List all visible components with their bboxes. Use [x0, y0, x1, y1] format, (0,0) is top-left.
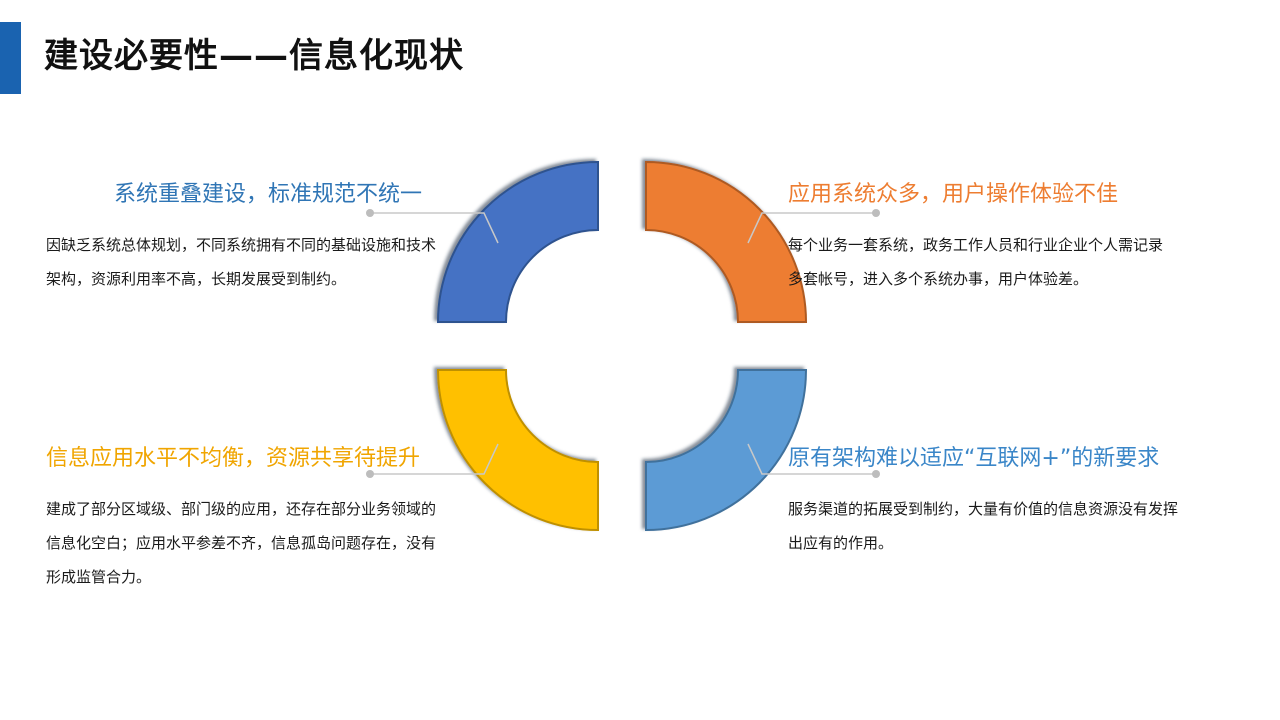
slide-title: 建设必要性——信息化现状	[44, 36, 464, 76]
quadrant-heading-top-left: 系统重叠建设，标准规范不统一	[114, 182, 423, 207]
ring-segment-bottom-right	[645, 369, 808, 532]
ring-segment-bottom-left	[436, 369, 599, 532]
quadrant-heading-bottom-right: 原有架构难以适应“互联网+”的新要求	[788, 446, 1160, 471]
ring-segment-top-left	[436, 160, 599, 323]
quadrant-body-top-right: 每个业务一套系统，政务工作人员和行业企业个人需记录多套帐号，进入多个系统办事，用…	[788, 236, 1164, 288]
quadrant-body-bottom-right: 服务渠道的拓展受到制约，大量有价值的信息资源没有发挥出应有的作用。	[788, 500, 1179, 552]
quadrant-heading-bottom-left: 信息应用水平不均衡，资源共享待提升	[46, 446, 421, 471]
connector-top-right	[747, 209, 880, 244]
ring-segment-top-right	[645, 160, 808, 323]
quadrant-heading-top-right: 应用系统众多，用户操作体验不佳	[788, 182, 1119, 207]
connector-bottom-right	[747, 443, 880, 478]
quadrant-body-top-left: 因缺乏系统总体规划，不同系统拥有不同的基础设施和技术架构，资源利用率不高，长期发…	[46, 236, 437, 288]
connector-top-left	[366, 209, 499, 244]
connector-bottom-left	[366, 443, 499, 478]
quadrant-body-bottom-left: 建成了部分区域级、部门级的应用，还存在部分业务领域的信息化空白；应用水平参差不齐…	[46, 500, 437, 586]
title-accent-bar	[0, 22, 21, 94]
